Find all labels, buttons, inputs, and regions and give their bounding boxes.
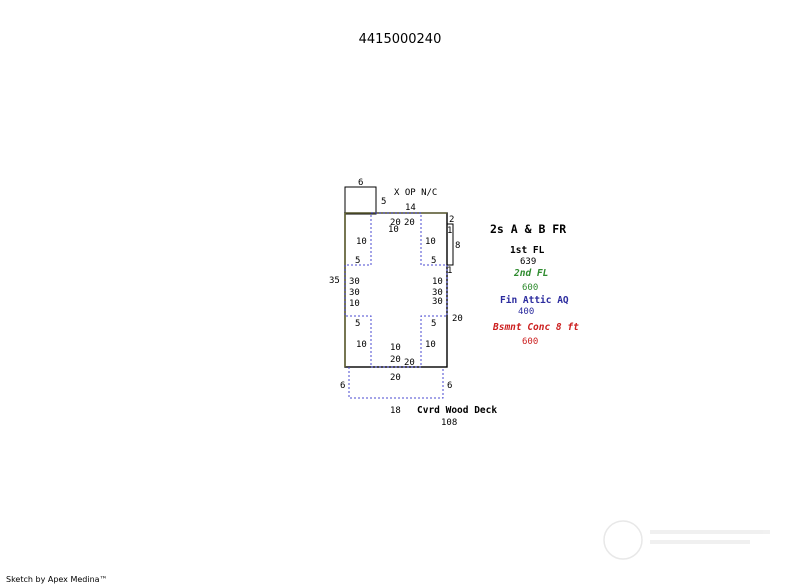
inner-bl-10h: 10 xyxy=(390,343,401,353)
legend-basement-value: 600 xyxy=(522,337,538,347)
legend-second-floor-label: 2nd FL xyxy=(513,268,548,279)
inner-br-5: 5 xyxy=(431,319,436,329)
right-one-a-dimension: 1 xyxy=(447,226,452,236)
inner-right-10: 10 xyxy=(432,277,443,287)
porch-width-label: 6 xyxy=(358,178,363,188)
inner-left-30a: 30 xyxy=(349,277,360,287)
deck-bottom-dimension: 18 xyxy=(390,406,401,416)
top-dimension-label: 14 xyxy=(405,203,416,213)
bottom-dimension: 20 xyxy=(390,373,401,383)
watermark-logo xyxy=(603,520,770,560)
inner-tr-5: 5 xyxy=(431,256,436,266)
inner-right-30a: 30 xyxy=(432,288,443,298)
deck-name-label: Cvrd Wood Deck xyxy=(417,405,497,416)
legend-attic-label: Fin Attic AQ xyxy=(500,295,569,306)
building-type-label: 2s A & B FR xyxy=(490,222,566,236)
deck-left-dimension: 6 xyxy=(340,381,345,391)
inner-tl-20: 20 xyxy=(390,218,401,228)
parcel-number: 4415000240 xyxy=(358,32,442,47)
right-eight-dimension: 8 xyxy=(455,241,460,251)
legend-second-floor-value: 600 xyxy=(522,283,538,293)
legend-basement-label: Bsmnt Conc 8 ft xyxy=(492,322,579,333)
inner-tr-10v: 10 xyxy=(425,237,436,247)
deck-right-dimension: 6 xyxy=(447,381,452,391)
right-top-dimension: 2 xyxy=(449,215,454,225)
inner-tl-10v: 10 xyxy=(356,237,367,247)
inner-left-10: 10 xyxy=(349,299,360,309)
legend-first-floor-label: 1st FL xyxy=(510,245,545,256)
inner-bl-5: 5 xyxy=(355,319,360,329)
inner-tl-10h: 10 xyxy=(388,225,399,235)
sketch-credit: Sketch by Apex Medina™ xyxy=(6,575,108,584)
inner-tr-20: 20 xyxy=(404,218,415,228)
right-bump-outline xyxy=(447,223,454,266)
inner-left-30b: 30 xyxy=(349,288,360,298)
legend-attic-value: 400 xyxy=(518,307,534,317)
left-side-dimension: 35 xyxy=(329,276,340,286)
open-porch-outline xyxy=(344,186,377,215)
covered-deck-outline xyxy=(348,367,444,399)
inner-br-10v: 10 xyxy=(425,340,436,350)
inner-tl-5: 5 xyxy=(355,256,360,266)
upper-floor-dotted-outline xyxy=(344,212,448,368)
porch-name-label: X OP N/C xyxy=(394,188,437,198)
legend-first-floor-value: 639 xyxy=(520,257,536,267)
right-one-b-dimension: 1 xyxy=(447,266,452,276)
inner-bl-20: 20 xyxy=(390,355,401,365)
right-side-dimension: 20 xyxy=(452,314,463,324)
inner-right-30b: 30 xyxy=(432,297,443,307)
porch-side-label: 5 xyxy=(381,197,386,207)
deck-area-label: 108 xyxy=(441,418,457,428)
inner-bl-10v: 10 xyxy=(356,340,367,350)
inner-br-20: 20 xyxy=(404,358,415,368)
